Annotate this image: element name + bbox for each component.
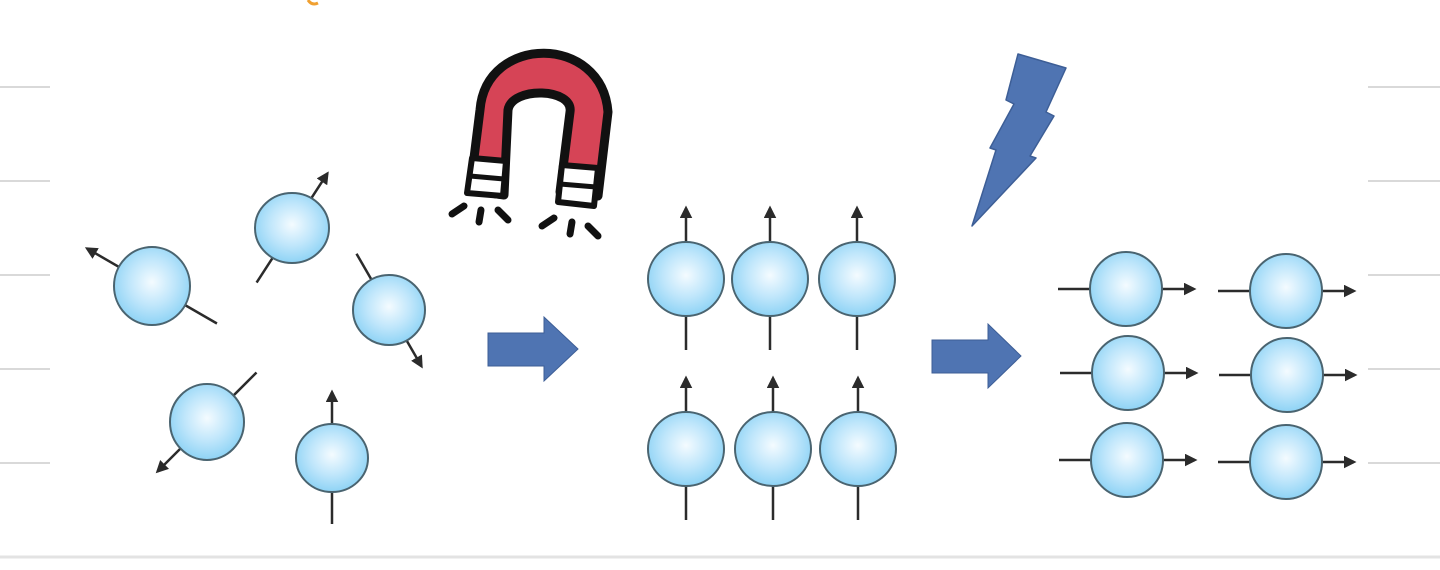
spin-ball bbox=[254, 192, 330, 264]
spin-particle bbox=[647, 375, 725, 520]
spin-ball bbox=[734, 411, 812, 487]
spin-particle bbox=[1219, 337, 1358, 413]
spin-ball bbox=[1091, 335, 1165, 411]
spin-particle bbox=[352, 253, 426, 369]
magnet-icon bbox=[448, 48, 613, 240]
spin-ball bbox=[1249, 253, 1323, 329]
spin-particle bbox=[1218, 424, 1357, 500]
spin-particle bbox=[84, 246, 218, 326]
spin-ball bbox=[352, 274, 426, 346]
spin-ball bbox=[169, 383, 245, 461]
spin-ball bbox=[1250, 337, 1324, 413]
spin-particle bbox=[1060, 335, 1199, 411]
spin-particle bbox=[734, 375, 812, 520]
right-arrow-icon bbox=[487, 315, 579, 383]
flipped-spins-group bbox=[1058, 251, 1358, 500]
spin-particle bbox=[295, 389, 369, 524]
spin-ball bbox=[1249, 424, 1323, 500]
spin-particle bbox=[254, 171, 330, 284]
spin-particle bbox=[155, 371, 258, 474]
spin-ball bbox=[113, 246, 191, 326]
spin-ball bbox=[1090, 422, 1164, 498]
spin-ball bbox=[647, 241, 725, 317]
spin-particle bbox=[818, 205, 896, 350]
lightning-bolt-icon bbox=[971, 53, 1067, 227]
spin-ball bbox=[819, 411, 897, 487]
random-spins-group bbox=[84, 171, 426, 524]
spin-particle bbox=[1058, 251, 1197, 327]
spin-particle bbox=[1059, 422, 1198, 498]
aligned-spins-group bbox=[647, 205, 897, 520]
spin-ball bbox=[818, 241, 896, 317]
spin-particle bbox=[647, 205, 725, 350]
spin-particle bbox=[819, 375, 897, 520]
spin-ball bbox=[731, 241, 809, 317]
spin-particle bbox=[1218, 253, 1357, 329]
spin-ball bbox=[1089, 251, 1163, 327]
spin-ball bbox=[647, 411, 725, 487]
guide-lines bbox=[0, 86, 1440, 464]
cropped-accent-mark bbox=[306, 0, 319, 6]
spin-particle bbox=[731, 205, 809, 350]
spin-ball bbox=[295, 423, 369, 493]
right-arrow-icon bbox=[931, 322, 1022, 390]
